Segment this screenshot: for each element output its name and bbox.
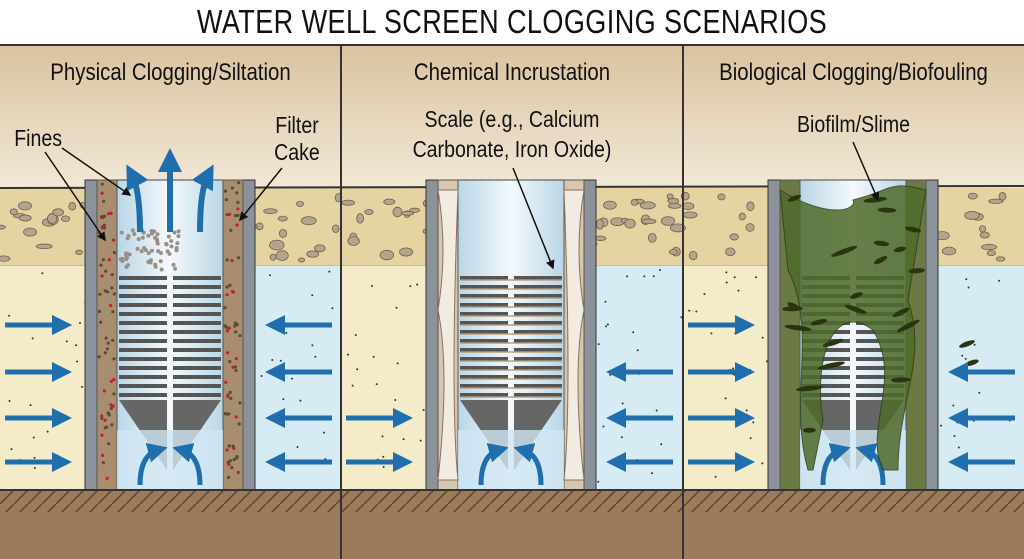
panel-1 (341, 167, 683, 492)
panel-title-chemical: Chemical Incrustation (413, 59, 611, 86)
label-biofilm: Biofilm/Slime (797, 111, 910, 137)
upflow-arrow (820, 443, 851, 486)
label-fines: Fines (14, 125, 63, 151)
upflow-arrow (513, 443, 544, 486)
outflow-arrow (191, 164, 214, 233)
well-casing-right (242, 179, 256, 491)
label-scale-line2: Carbonate, Iron Oxide) (412, 136, 612, 162)
well-casing-left (767, 179, 781, 491)
panel-2 (682, 141, 1024, 492)
panel-title-physical: Physical Clogging/Siltation (50, 59, 291, 86)
upflow-arrow (855, 443, 886, 486)
well-casing-right (583, 179, 597, 491)
label-filter-cake: Filter Cake (274, 112, 320, 165)
upflow-arrow (172, 443, 203, 486)
outflow-arrow (126, 164, 149, 233)
upflow-arrow (478, 443, 509, 486)
panel-title-biological: Biological Clogging/Biofouling (719, 59, 988, 86)
well-casing-right (925, 179, 939, 491)
label-scale-line1: Scale (e.g., Calcium (424, 106, 600, 132)
panel-0 (0, 147, 341, 492)
diagram-title: WATER WELL SCREEN CLOGGING SCENARIOS (196, 3, 828, 40)
well-casing-left (425, 179, 439, 491)
upflow-arrow (137, 443, 168, 486)
